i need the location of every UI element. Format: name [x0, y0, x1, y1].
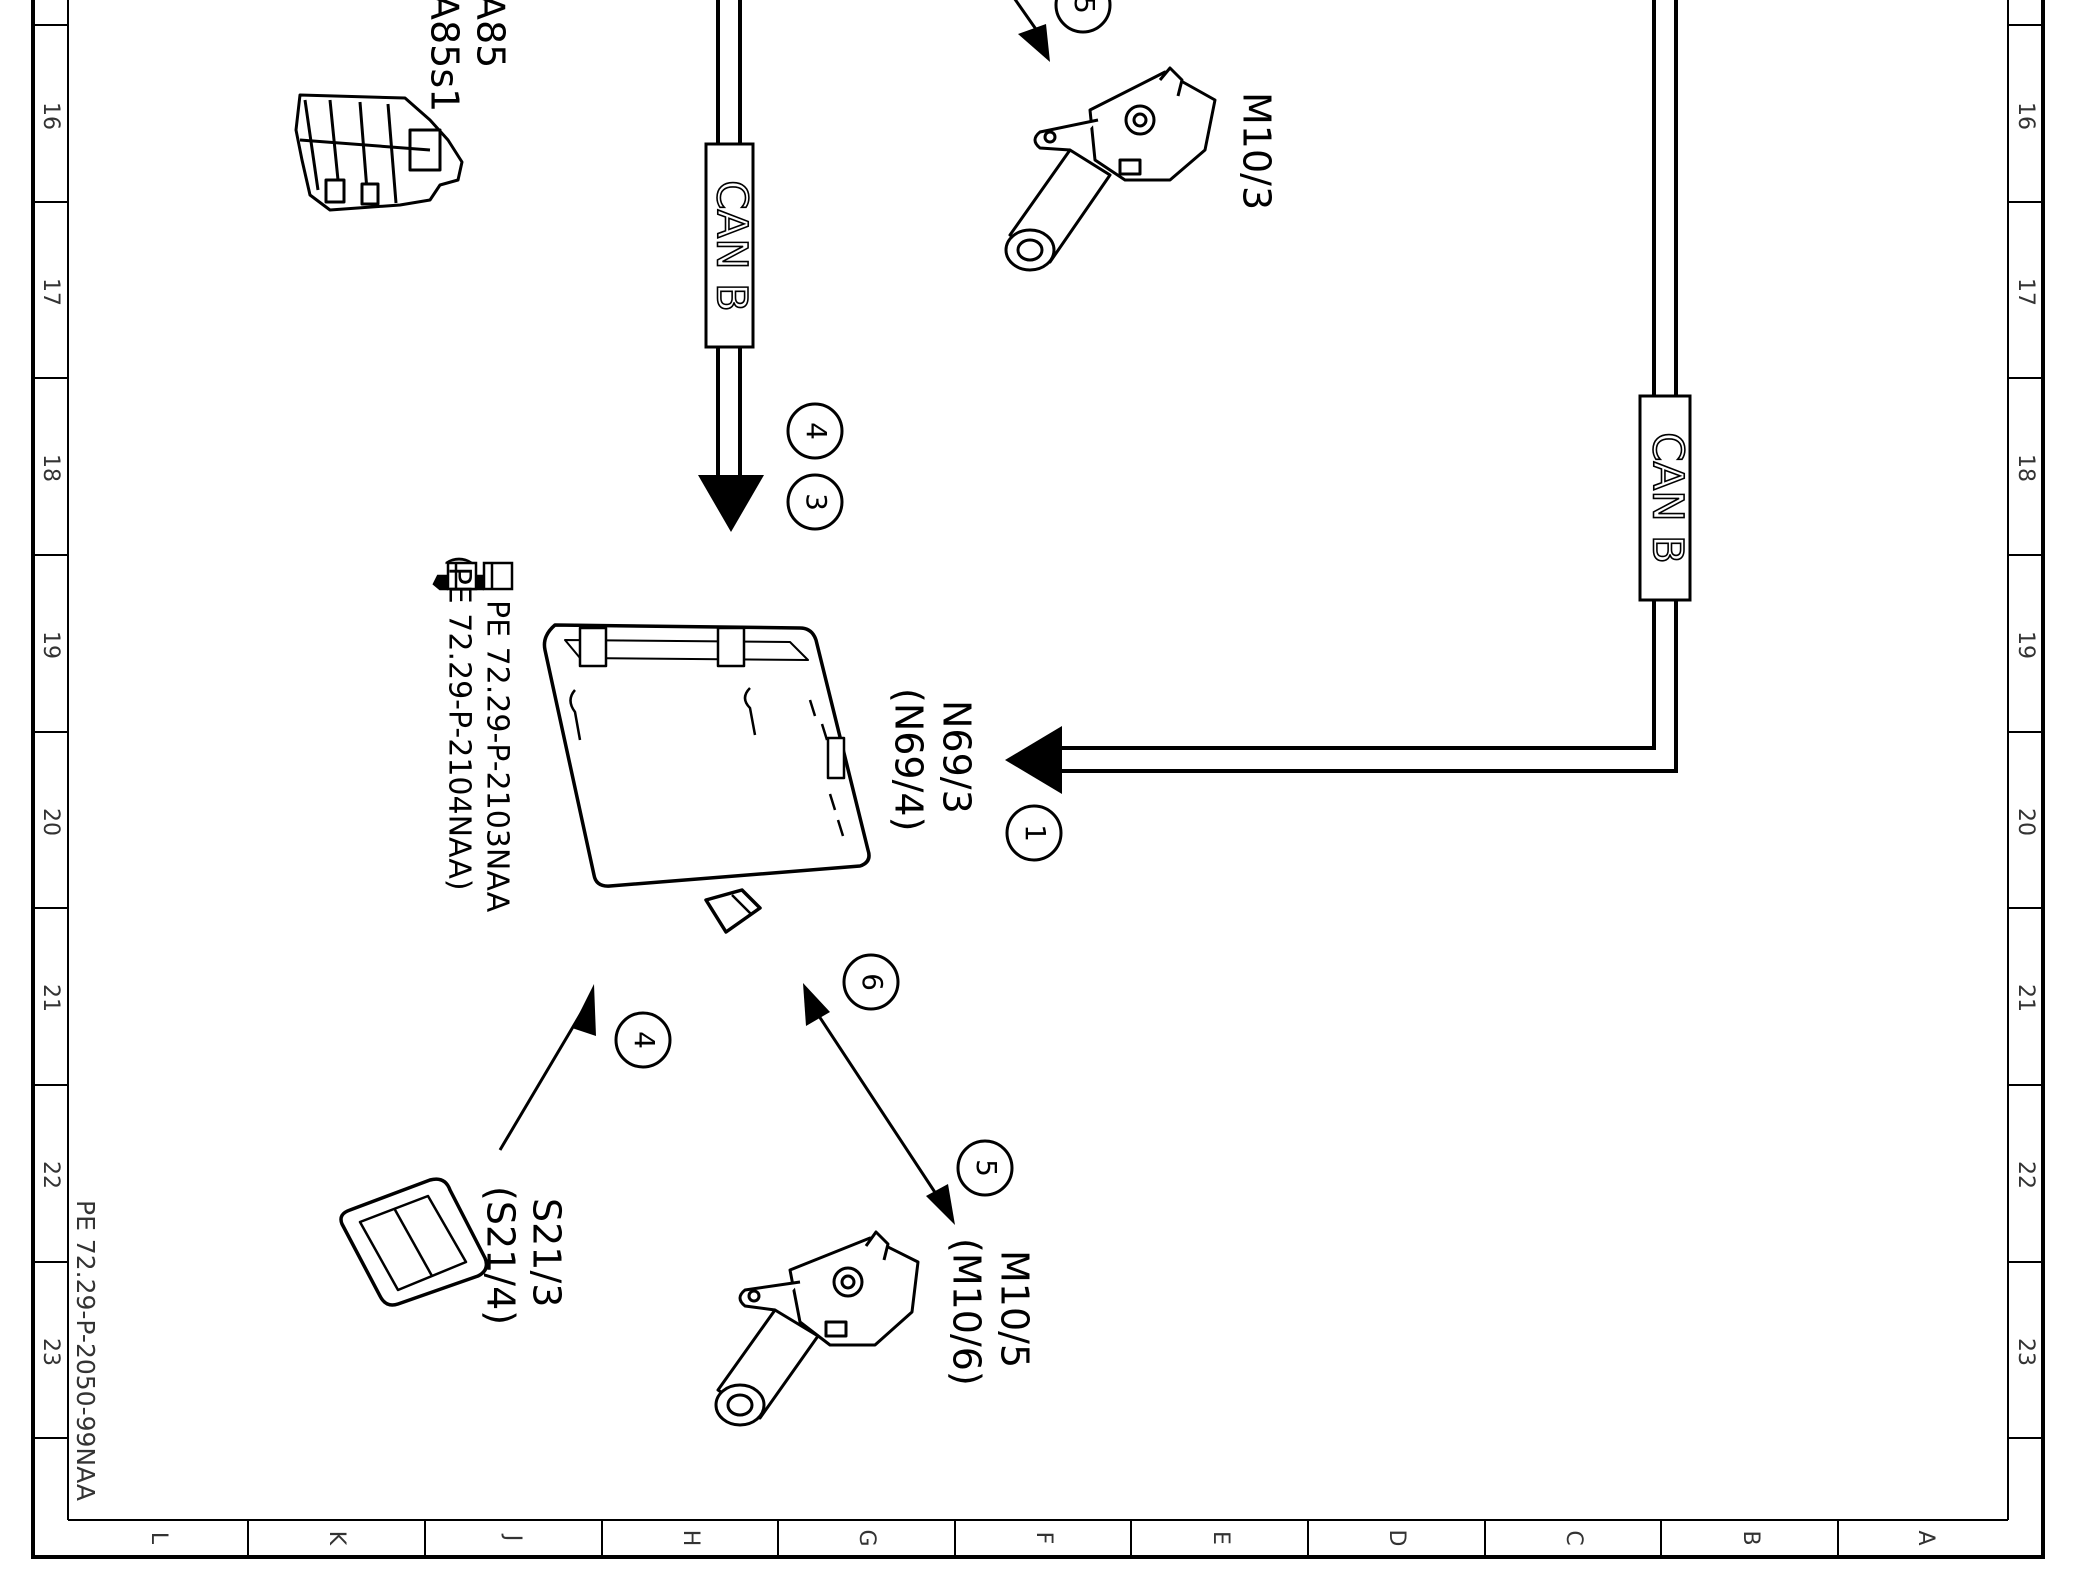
svg-text:1: 1 — [1019, 824, 1052, 842]
reference-pe-2104: (PE 72.29-P-2104NAA) — [442, 555, 477, 891]
svg-text:5: 5 — [1068, 0, 1101, 14]
door-lock-icon — [294, 93, 464, 212]
column-label-d: D — [1384, 1530, 1409, 1547]
s21-4-label: (S21/4) — [479, 1186, 523, 1325]
row-label-20: 20 — [2013, 808, 2038, 836]
arrow-switch-head — [572, 984, 596, 1036]
can-bus-label-right: CAN B — [1638, 394, 1693, 602]
can-bus-label-left: CAN B — [704, 142, 757, 349]
column-label-c: C — [1561, 1530, 1586, 1545]
row-labels-right: 16 17 18 19 20 21 22 23 — [2013, 102, 2038, 1366]
switch-icon — [339, 1177, 489, 1307]
a85-label: A85 — [469, 0, 513, 68]
row-label-23: 23 — [2013, 1338, 2038, 1366]
svg-text:4: 4 — [628, 1031, 661, 1049]
row-label-20: 20 — [38, 808, 63, 836]
row-labels-left: 16 17 18 19 20 21 22 23 — [38, 102, 63, 1366]
step-3: 3 — [786, 473, 844, 531]
document-id: PE 72.29-P-2050-99NAA — [71, 1200, 100, 1501]
reference-pe-2103: PE 72.29-P-2103NAA — [480, 600, 515, 913]
column-label-k: K — [324, 1531, 349, 1546]
n69-4-label: (N69/4) — [887, 688, 931, 831]
svg-text:6: 6 — [856, 973, 889, 991]
column-labels: L K J H G F E D C B A — [146, 1529, 1938, 1546]
row-label-17: 17 — [38, 278, 63, 306]
row-label-16: 16 — [38, 102, 63, 130]
row-label-17: 17 — [2013, 278, 2038, 306]
can-bus-line-right — [1060, 0, 1678, 773]
row-label-22: 22 — [2013, 1161, 2038, 1189]
column-label-e: E — [1208, 1531, 1233, 1545]
control-unit-icon — [542, 623, 871, 934]
arrow-left-head — [1005, 726, 1062, 794]
row-label-18: 18 — [38, 454, 63, 482]
column-label-g: G — [854, 1529, 879, 1546]
pointing-hand-icon — [432, 561, 478, 591]
step-5-top: 5 — [1054, 0, 1112, 34]
step-5-bottom: 5 — [956, 1139, 1014, 1197]
step-4-bottom: 4 — [614, 1011, 672, 1069]
frame — [31, 0, 2045, 1559]
can-b-label-right: CAN B — [1644, 432, 1693, 564]
column-label-l: L — [146, 1532, 171, 1545]
column-label-j: J — [500, 1533, 525, 1542]
column-label-f: F — [1031, 1532, 1056, 1545]
row-label-18: 18 — [2013, 454, 2038, 482]
arrow-down-head — [698, 475, 764, 532]
arrow-switch-shaft — [498, 1009, 585, 1151]
arrow-motor-shaft — [813, 1009, 942, 1201]
a85s1-label: A85s1 — [423, 0, 467, 112]
column-label-b: B — [1738, 1530, 1763, 1545]
arrow-to-m10-3-head — [1018, 24, 1050, 62]
row-label-16: 16 — [2013, 102, 2038, 130]
m10-6-label: (M10/6) — [945, 1238, 989, 1386]
m10-3-label: M10/3 — [1235, 92, 1279, 210]
m10-5-label: M10/5 — [993, 1250, 1037, 1368]
n69-3-label: N69/3 — [935, 700, 979, 814]
row-ticks — [33, 24, 2043, 1439]
m10-5-motor-icon — [714, 1230, 920, 1427]
column-label-h: H — [678, 1530, 703, 1547]
column-ticks — [247, 1520, 1839, 1557]
row-label-23: 23 — [38, 1338, 63, 1366]
s21-3-label: S21/3 — [525, 1198, 569, 1307]
m10-3-motor-icon — [1004, 66, 1217, 272]
row-label-21: 21 — [38, 984, 63, 1012]
row-label-22: 22 — [38, 1161, 63, 1189]
step-4-top: 4 — [786, 402, 844, 460]
arrow-motor-head-down — [926, 1184, 955, 1225]
svg-text:4: 4 — [800, 422, 833, 440]
step-1: 1 — [1005, 804, 1063, 862]
svg-text:5: 5 — [970, 1159, 1003, 1177]
row-label-19: 19 — [2013, 631, 2038, 659]
row-label-19: 19 — [38, 631, 63, 659]
row-label-21: 21 — [2013, 984, 2038, 1012]
step-6: 6 — [842, 953, 900, 1011]
svg-text:3: 3 — [800, 493, 833, 511]
arrow-motor-head-up — [803, 983, 830, 1026]
can-b-label-left: CAN B — [708, 180, 757, 312]
column-label-a: A — [1913, 1530, 1938, 1545]
